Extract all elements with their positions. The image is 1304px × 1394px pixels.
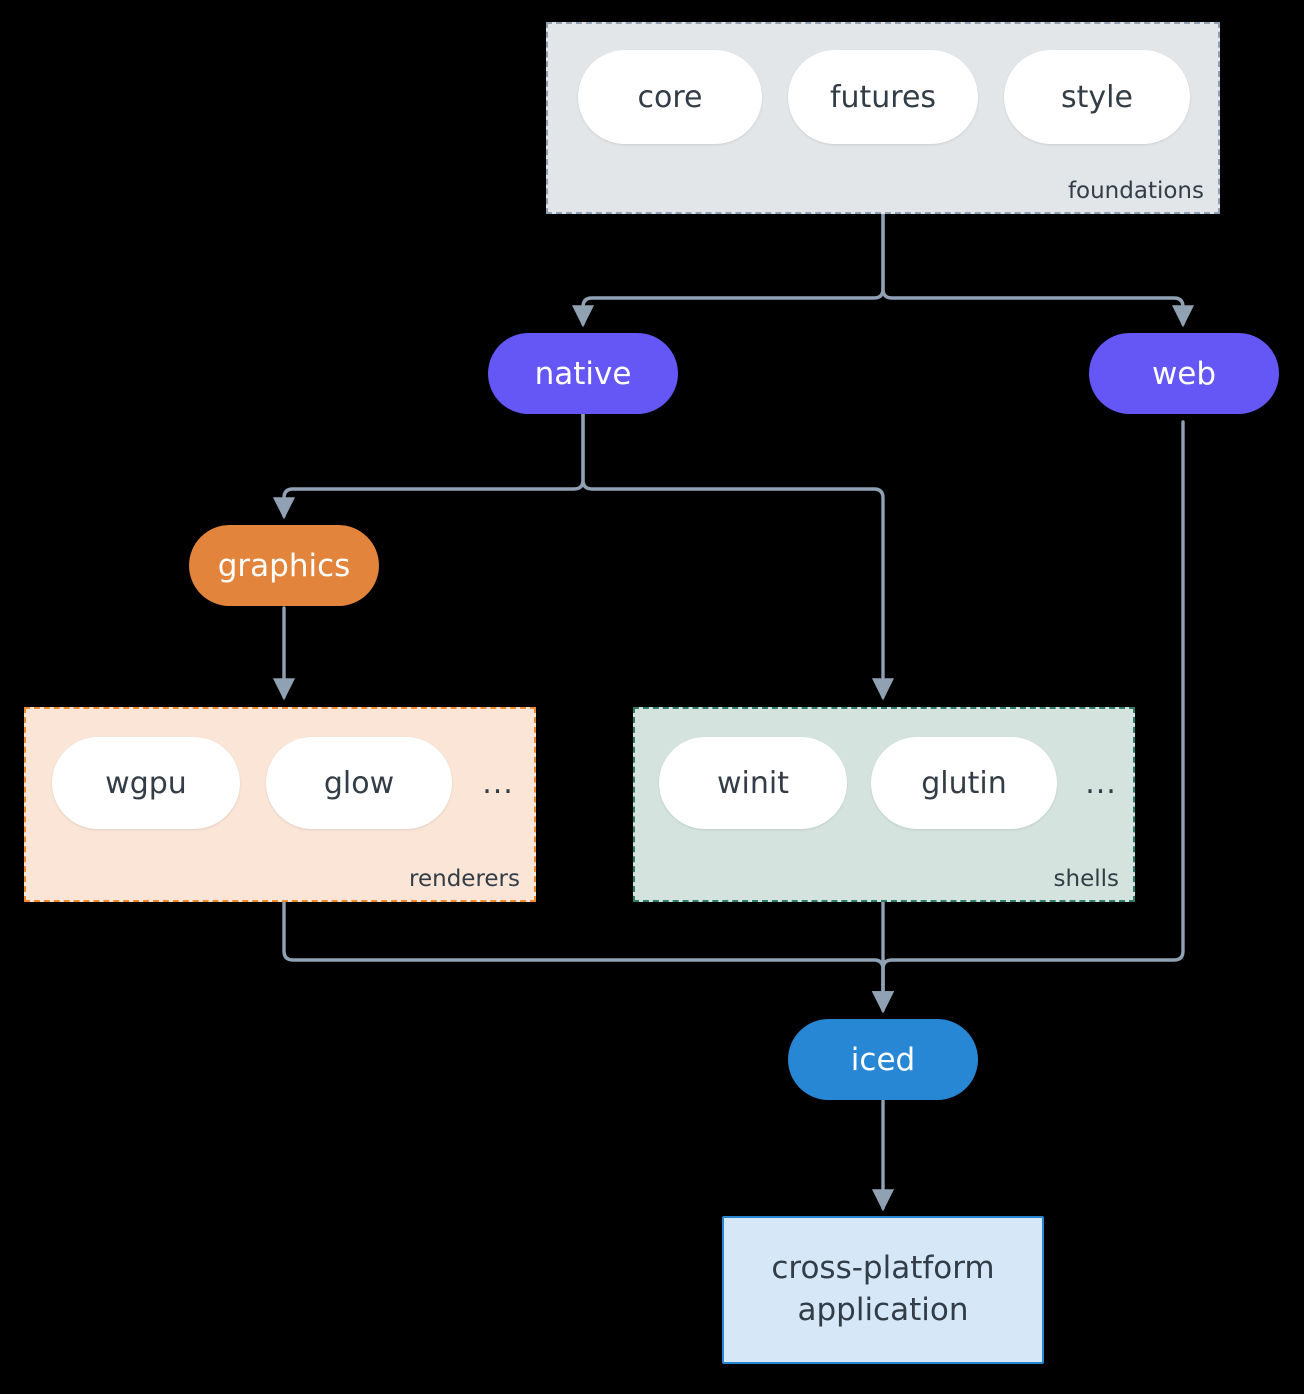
app-line-1: cross-platform <box>771 1250 995 1287</box>
cluster-shells: winit glutin ... shells <box>633 707 1135 902</box>
edge-foundations-native <box>571 212 885 328</box>
edge-renderers-iced <box>282 900 895 1014</box>
cluster-label-renderers: renderers <box>409 866 520 892</box>
node-native[interactable]: native <box>488 333 678 414</box>
edge-native-graphics <box>272 412 585 520</box>
cluster-renderers: wgpu glow ... renderers <box>24 707 536 902</box>
app-line-2: application <box>797 1292 969 1328</box>
edge-native-shells <box>581 412 895 701</box>
cluster-label-foundations: foundations <box>1067 178 1204 204</box>
node-iced[interactable]: iced <box>788 1019 978 1100</box>
edge-foundations-web <box>881 212 1195 328</box>
cluster-label-shells: shells <box>1053 866 1119 892</box>
renderers-ellipsis: ... <box>482 765 514 801</box>
pill-futures[interactable]: futures <box>788 50 978 144</box>
cluster-foundations: core futures style foundations <box>546 22 1220 214</box>
foundations-members: core futures style <box>578 50 1190 144</box>
shells-members: winit glutin ... <box>659 737 1121 829</box>
pill-core[interactable]: core <box>578 50 762 144</box>
shells-ellipsis: ... <box>1085 765 1117 801</box>
renderers-members: wgpu glow ... <box>52 737 518 829</box>
pill-style[interactable]: style <box>1004 50 1190 144</box>
node-graphics[interactable]: graphics <box>189 525 379 606</box>
node-web[interactable]: web <box>1089 333 1279 414</box>
node-cross-platform-application[interactable]: cross-platform application <box>722 1216 1044 1364</box>
pill-winit[interactable]: winit <box>659 737 847 829</box>
pill-glow[interactable]: glow <box>266 737 452 829</box>
pill-glutin[interactable]: glutin <box>871 737 1057 829</box>
pill-wgpu[interactable]: wgpu <box>52 737 240 829</box>
